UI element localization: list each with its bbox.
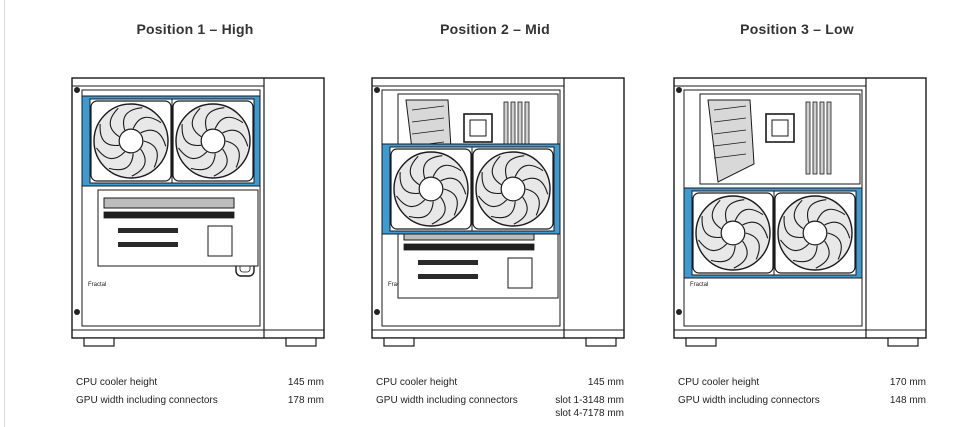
spec-value: 148 mm — [587, 395, 624, 406]
case-drawing: Fractal — [71, 77, 325, 347]
spec-row-gpu: GPU width including connectors 148 mm — [678, 395, 926, 413]
brand-mark: Fractal — [388, 282, 406, 288]
case-diagram-high: Fractal — [71, 77, 325, 347]
motherboard — [699, 93, 861, 185]
spec-table: CPU cooler height 145 mm GPU width inclu… — [76, 377, 324, 413]
gpu-slots — [397, 221, 559, 299]
page-edge-rule — [4, 0, 5, 427]
spec-label: CPU cooler height — [76, 377, 158, 388]
spec-value: 145 mm — [287, 377, 324, 388]
brand-mark: Fractal — [690, 282, 708, 288]
spec-value: 178 mm — [287, 395, 324, 406]
spec-label: CPU cooler height — [678, 377, 760, 388]
spec-label: GPU width including connectors — [76, 395, 218, 406]
slot-label: slot 4-7 — [555, 408, 588, 419]
case-diagram-mid: Fractal — [371, 77, 625, 347]
panel-title: Position 1 – High — [136, 21, 254, 37]
spec-row-cpu: CPU cooler height 170 mm — [678, 377, 926, 395]
spec-table: CPU cooler height 170 mm GPU width inclu… — [678, 377, 926, 413]
fan-icon — [90, 100, 172, 182]
spec-label: CPU cooler height — [376, 377, 458, 388]
case-drawing: Fractal — [371, 77, 625, 347]
spec-row-cpu: CPU cooler height 145 mm — [376, 377, 624, 395]
fan-icon — [472, 148, 554, 230]
spec-value: 178 mm — [587, 408, 624, 419]
spec-label: GPU width including connectors — [376, 395, 518, 406]
fan-icon — [692, 192, 774, 274]
fan-icon — [390, 148, 472, 230]
panel-position-low: Position 3 – Low Fractal CPU cooler heig… — [652, 0, 942, 427]
case-diagram-low: Fractal — [673, 77, 927, 347]
radiator-bracket — [683, 187, 863, 279]
panel-position-high: Position 1 – High Fractal CPU cooler hei… — [50, 0, 340, 427]
spec-row-gpu: GPU width including connectors 178 mm — [76, 395, 324, 413]
spec-value: 170 mm — [889, 377, 926, 388]
panel-title: Position 3 – Low — [740, 21, 854, 37]
spec-row-cpu: CPU cooler height 145 mm — [76, 377, 324, 395]
slot-label: slot 1-3 — [555, 395, 588, 406]
brand-mark: Fractal — [88, 282, 106, 288]
panel-title: Position 2 – Mid — [440, 21, 550, 37]
spec-label: GPU width including connectors — [678, 395, 820, 406]
spec-value: 148 mm — [889, 395, 926, 406]
spec-table: CPU cooler height 145 mm GPU width inclu… — [376, 377, 624, 421]
case-drawing: Fractal — [673, 77, 927, 347]
spec-value: 145 mm — [587, 377, 624, 388]
spec-row-gpu-slot-4-7: slot 4-7 178 mm — [376, 408, 624, 421]
radiator-bracket — [381, 143, 561, 235]
panel-position-mid: Position 2 – Mid Fractal CPU cooler heig… — [350, 0, 640, 427]
gpu-slots — [97, 189, 259, 267]
fan-icon — [774, 192, 856, 274]
radiator-bracket — [81, 95, 261, 187]
spec-row-gpu: GPU width including connectors slot 1-3 … — [376, 395, 624, 413]
fan-icon — [172, 100, 254, 182]
